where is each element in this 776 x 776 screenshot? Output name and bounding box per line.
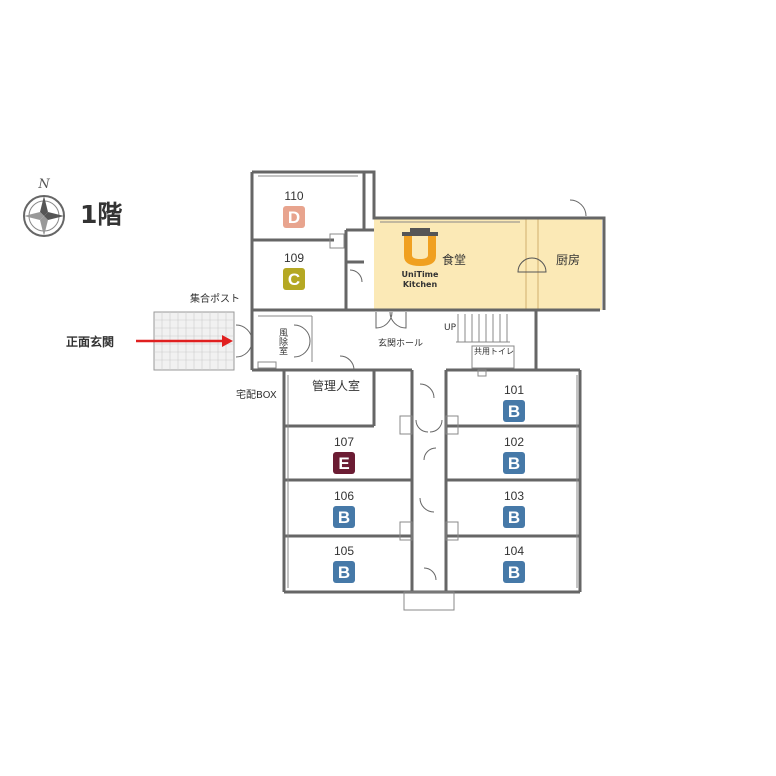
room-type-badge xyxy=(283,268,305,290)
room-type-badge xyxy=(503,506,525,528)
stairs-up-label: UP xyxy=(444,323,457,333)
room-type-letter: B xyxy=(508,563,520,582)
room-type-badge xyxy=(503,400,525,422)
room-type-letter: B xyxy=(508,454,520,473)
floor-label: 1階 xyxy=(80,200,122,229)
walls xyxy=(250,170,606,594)
entrance-label: 正面玄関 xyxy=(66,334,114,349)
entrance-arrow-icon xyxy=(136,335,233,347)
room-type-letter: B xyxy=(508,508,520,527)
room-number: 107 xyxy=(334,435,354,449)
room-type-badge xyxy=(503,561,525,583)
room-number: 109 xyxy=(284,251,304,265)
room-type-badge xyxy=(333,452,355,474)
room-type-letter: C xyxy=(288,270,300,289)
mailbox-label: 集合ポスト xyxy=(190,292,240,305)
room-number: 110 xyxy=(284,189,303,203)
room-number: 103 xyxy=(504,489,524,503)
room-type-letter: B xyxy=(508,402,520,421)
room-type-letter: B xyxy=(338,563,350,582)
room-type-letter: E xyxy=(338,454,349,473)
room-number: 104 xyxy=(504,544,524,558)
dining-label: 食堂 xyxy=(442,252,466,267)
room-type-badge xyxy=(333,506,355,528)
vestibule-label: 風除室 xyxy=(277,328,288,355)
room-type-badge xyxy=(283,206,305,228)
doors xyxy=(235,199,587,581)
entrance-hall-label: 玄関ホール xyxy=(378,337,423,349)
stairs xyxy=(456,314,510,343)
room-type-badge xyxy=(503,452,525,474)
room-number: 101 xyxy=(504,383,524,397)
room-number: 102 xyxy=(504,435,524,449)
room-number: 106 xyxy=(334,489,354,503)
room-type-letter: B xyxy=(338,508,350,527)
room-type-badge xyxy=(333,561,355,583)
logo-line1: UniTime xyxy=(402,270,439,279)
compass-north-letter: N xyxy=(37,177,50,192)
room-type-letter: D xyxy=(288,208,300,227)
shared-toilet-label: 共用トイレ xyxy=(474,347,514,356)
room-number: 105 xyxy=(334,544,354,558)
logo-line2: Kitchen xyxy=(403,280,438,289)
unitime-kitchen-logo: UniTime Kitchen xyxy=(402,228,439,289)
manager-room-label: 管理人室 xyxy=(312,378,360,393)
kitchen-door-icon xyxy=(517,257,547,273)
kitchen-label: 厨房 xyxy=(556,252,580,267)
delivery-box-label: 宅配BOX xyxy=(236,388,277,401)
compass-icon: N xyxy=(23,177,65,237)
